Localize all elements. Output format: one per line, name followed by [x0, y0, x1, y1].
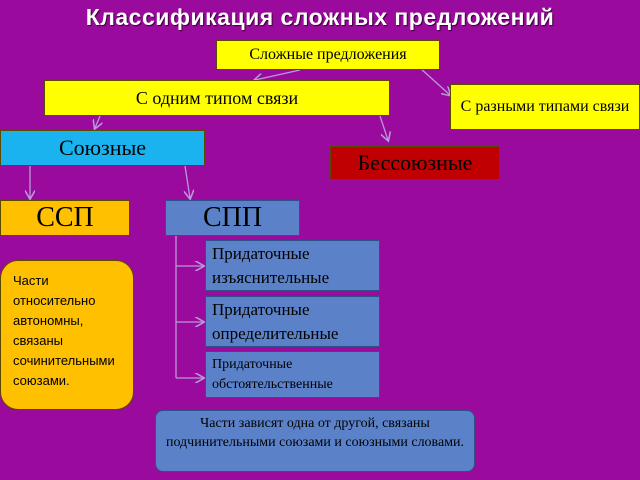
one-type-node-label: С одним типом связи — [135, 87, 299, 108]
arrow-one-type-to-nonunion — [379, 115, 388, 140]
ssp-node: ССП — [0, 200, 130, 236]
nonunion-node: Бессоюзные — [330, 146, 500, 180]
spp-node-label: СПП — [202, 202, 263, 233]
arrow-root-to-one-type — [255, 69, 301, 80]
spp-note: Части зависят одна от другой, связаны по… — [155, 410, 475, 472]
arrow-union-to-spp — [185, 165, 190, 198]
diagram-title: Классификация сложных предложений — [85, 4, 555, 30]
clause-type-3-label: Придаточные обстоятельственные — [212, 357, 333, 392]
ssp-note: Части относительно автономны, связаны со… — [0, 260, 134, 410]
mixed-type-node: С разными типами связи — [450, 84, 640, 130]
mixed-type-node-label: С разными типами связи — [460, 98, 630, 115]
union-node: Союзные — [0, 130, 205, 166]
root-node-label: Сложные предложения — [249, 46, 407, 63]
root-node: Сложные предложения — [216, 40, 440, 70]
clause-type-1: Придаточные изъяснительные — [205, 240, 380, 291]
clause-type-2: Придаточные определительные — [205, 296, 380, 347]
clause-type-2-label: Придаточные определительные — [212, 300, 339, 343]
spp-note-text: Части зависят одна от другой, связаны по… — [165, 416, 465, 450]
nonunion-node-label: Бессоюзные — [357, 150, 473, 175]
arrow-root-to-mixed — [419, 67, 450, 95]
one-type-node: С одним типом связи — [44, 80, 390, 116]
ssp-note-text: Части относительно автономны, связаны со… — [13, 273, 115, 388]
union-node-label: Союзные — [58, 135, 147, 160]
spp-node: СПП — [165, 200, 300, 236]
ssp-node-label: ССП — [36, 202, 94, 233]
arrow-one-type-to-union — [95, 115, 100, 128]
clause-type-3: Придаточные обстоятельственные — [205, 351, 380, 398]
clause-type-1-label: Придаточные изъяснительные — [212, 244, 330, 287]
